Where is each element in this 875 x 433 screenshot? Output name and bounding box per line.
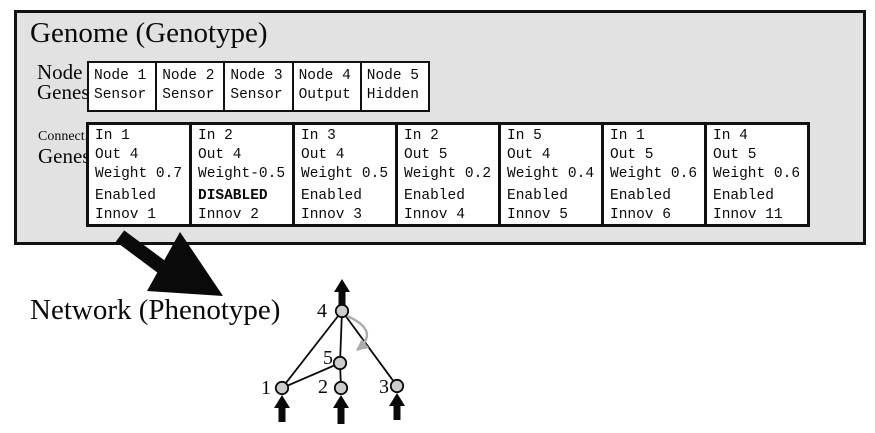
conn-weight: Weight 0.2 bbox=[404, 166, 492, 182]
node-gene-card: Node 2 Sensor bbox=[155, 61, 226, 112]
node-circle-4 bbox=[334, 303, 350, 319]
conn-in: In 3 bbox=[301, 128, 336, 144]
conn-status: Enabled bbox=[95, 188, 156, 204]
node-gene-card: Node 1 Sensor bbox=[87, 61, 158, 112]
conn-in: In 1 bbox=[95, 128, 130, 144]
edge-1-4 bbox=[281, 310, 343, 389]
node-genes-row: Node 1 Sensor Node 2 Sensor Node 3 Senso… bbox=[87, 61, 430, 112]
input-arrow-node1 bbox=[274, 395, 290, 422]
conn-innov: Innov 4 bbox=[404, 207, 465, 223]
conn-in: In 2 bbox=[198, 128, 233, 144]
input-arrow-node3 bbox=[389, 393, 405, 420]
node-gene-name: Node 3 bbox=[230, 68, 283, 84]
connection-gene-card: In 2 Out 4 Weight-0.5 DISABLED Innov 2 bbox=[189, 122, 295, 227]
node-label-3: 3 bbox=[379, 376, 389, 398]
edge-5-4 bbox=[339, 310, 343, 364]
conn-out: Out 4 bbox=[301, 147, 345, 163]
edge-1-5 bbox=[281, 362, 341, 389]
conn-weight: Weight-0.5 bbox=[198, 166, 286, 182]
conn-in: In 1 bbox=[610, 128, 645, 144]
conn-out: Out 5 bbox=[610, 147, 654, 163]
conn-in: In 5 bbox=[507, 128, 542, 144]
conn-innov: Innov 6 bbox=[610, 207, 671, 223]
node-label-1: 1 bbox=[261, 377, 271, 399]
conn-out: Out 4 bbox=[198, 147, 242, 163]
conn-status: Enabled bbox=[404, 188, 465, 204]
conn-status-disabled: DISABLED bbox=[198, 188, 268, 204]
node-gene-card: Node 3 Sensor bbox=[223, 61, 294, 112]
node-genes-label-line2: Genes bbox=[37, 80, 90, 104]
recurrent-arrow-4-5 bbox=[346, 314, 370, 351]
node-genes-label: Node Genes bbox=[37, 60, 90, 104]
conn-weight: Weight 0.7 bbox=[95, 166, 183, 182]
conn-in: In 4 bbox=[713, 128, 748, 144]
connect-genes-label-line1: Connect. bbox=[38, 129, 89, 144]
conn-weight: Weight 0.6 bbox=[610, 166, 698, 182]
network-title: Network (Phenotype) bbox=[30, 294, 281, 326]
node-gene-type: Output bbox=[298, 87, 351, 103]
connection-genes-row: In 1 Out 4 Weight 0.7 Enabled Innov 1 In… bbox=[86, 122, 810, 227]
conn-weight: Weight 0.5 bbox=[301, 166, 389, 182]
conn-status: Enabled bbox=[507, 188, 568, 204]
connection-gene-card: In 1 Out 5 Weight 0.6 Enabled Innov 6 bbox=[601, 122, 707, 227]
node-circle-1 bbox=[274, 380, 290, 396]
conn-out: Out 4 bbox=[507, 147, 551, 163]
conn-weight: Weight 0.4 bbox=[507, 166, 595, 182]
node-gene-card: Node 4 Output bbox=[291, 61, 362, 112]
node-label-2: 2 bbox=[318, 376, 328, 398]
conn-out: Out 5 bbox=[713, 147, 757, 163]
node-genes-label-line1: Node bbox=[37, 60, 83, 84]
node-gene-type: Sensor bbox=[94, 87, 147, 103]
conn-status: Enabled bbox=[713, 188, 774, 204]
connection-gene-card: In 1 Out 4 Weight 0.7 Enabled Innov 1 bbox=[86, 122, 192, 227]
connect-genes-label: Connect. Genes bbox=[38, 128, 91, 168]
connect-genes-label-line2: Genes bbox=[38, 144, 91, 168]
conn-out: Out 5 bbox=[404, 147, 448, 163]
conn-innov: Innov 2 bbox=[198, 207, 259, 223]
node-gene-type: Sensor bbox=[162, 87, 215, 103]
node-label-5: 5 bbox=[323, 347, 333, 369]
conn-out: Out 4 bbox=[95, 147, 139, 163]
node-gene-name: Node 5 bbox=[366, 68, 419, 84]
conn-innov: Innov 1 bbox=[95, 207, 156, 223]
edge-2-5 bbox=[339, 362, 342, 389]
connection-gene-card: In 4 Out 5 Weight 0.6 Enabled Innov 11 bbox=[704, 122, 810, 227]
genome-title: Genome (Genotype) bbox=[30, 17, 268, 49]
genome-box: Genome (Genotype) Node Genes Node 1 Sens… bbox=[14, 10, 866, 245]
conn-status: Enabled bbox=[301, 188, 362, 204]
node-gene-type: Hidden bbox=[366, 87, 419, 103]
connection-gene-card: In 3 Out 4 Weight 0.5 Enabled Innov 3 bbox=[292, 122, 398, 227]
node-gene-name: Node 2 bbox=[162, 68, 215, 84]
node-label-4: 4 bbox=[317, 300, 327, 322]
conn-status: Enabled bbox=[610, 188, 671, 204]
conn-innov: Innov 5 bbox=[507, 207, 568, 223]
conn-innov: Innov 11 bbox=[713, 207, 783, 223]
node-gene-name: Node 1 bbox=[94, 68, 147, 84]
output-arrow-node4 bbox=[334, 279, 350, 306]
node-gene-card: Node 5 Hidden bbox=[359, 61, 430, 112]
conn-weight: Weight 0.6 bbox=[713, 166, 801, 182]
node-circle-5 bbox=[332, 355, 348, 371]
node-gene-name: Node 4 bbox=[298, 68, 351, 84]
node-gene-type: Sensor bbox=[230, 87, 283, 103]
conn-innov: Innov 3 bbox=[301, 207, 362, 223]
node-circle-3 bbox=[389, 378, 405, 394]
connection-gene-card: In 2 Out 5 Weight 0.2 Enabled Innov 4 bbox=[395, 122, 501, 227]
conn-in: In 2 bbox=[404, 128, 439, 144]
connection-gene-card: In 5 Out 4 Weight 0.4 Enabled Innov 5 bbox=[498, 122, 604, 227]
node-circle-2 bbox=[333, 380, 349, 396]
input-arrow-node2 bbox=[333, 395, 349, 424]
edge-3-4 bbox=[341, 310, 398, 387]
